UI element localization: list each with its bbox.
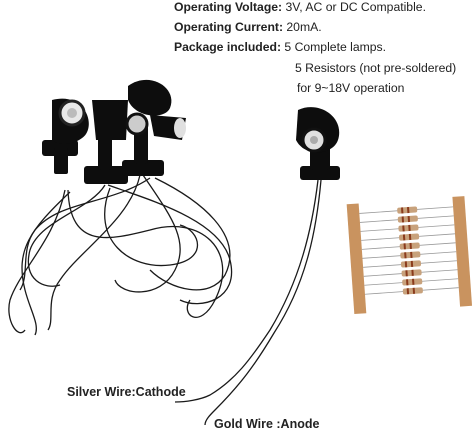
single-lamp-wire bbox=[174, 179, 322, 426]
spec-current: Operating Current: 20mA. bbox=[174, 20, 322, 34]
single-lamp bbox=[296, 107, 340, 180]
spec-current-label: Operating Current: bbox=[174, 20, 284, 34]
spec-voltage: Operating Voltage: 3V, AC or DC Compatib… bbox=[174, 0, 426, 14]
spec-voltage-label: Operating Voltage: bbox=[174, 0, 283, 14]
lamp-group bbox=[42, 79, 186, 184]
spec-package-value: 5 Complete lamps. bbox=[284, 40, 387, 54]
resistor-strip bbox=[346, 196, 473, 315]
spec-voltage-value: 3V, AC or DC Compatible. bbox=[285, 0, 426, 14]
spec-package-line3: for 9~18V operation bbox=[297, 81, 405, 95]
spec-current-value: 20mA. bbox=[286, 20, 322, 34]
spec-package-line2: 5 Resistors (not pre-soldered) bbox=[295, 61, 457, 75]
silver-wire-label: Silver Wire:Cathode bbox=[67, 385, 186, 399]
lamp-wires bbox=[8, 174, 233, 336]
spec-package-label: Package included: bbox=[174, 40, 282, 54]
spec-package: Package included: 5 Complete lamps. bbox=[174, 40, 386, 54]
gold-wire-label: Gold Wire :Anode bbox=[214, 417, 320, 431]
